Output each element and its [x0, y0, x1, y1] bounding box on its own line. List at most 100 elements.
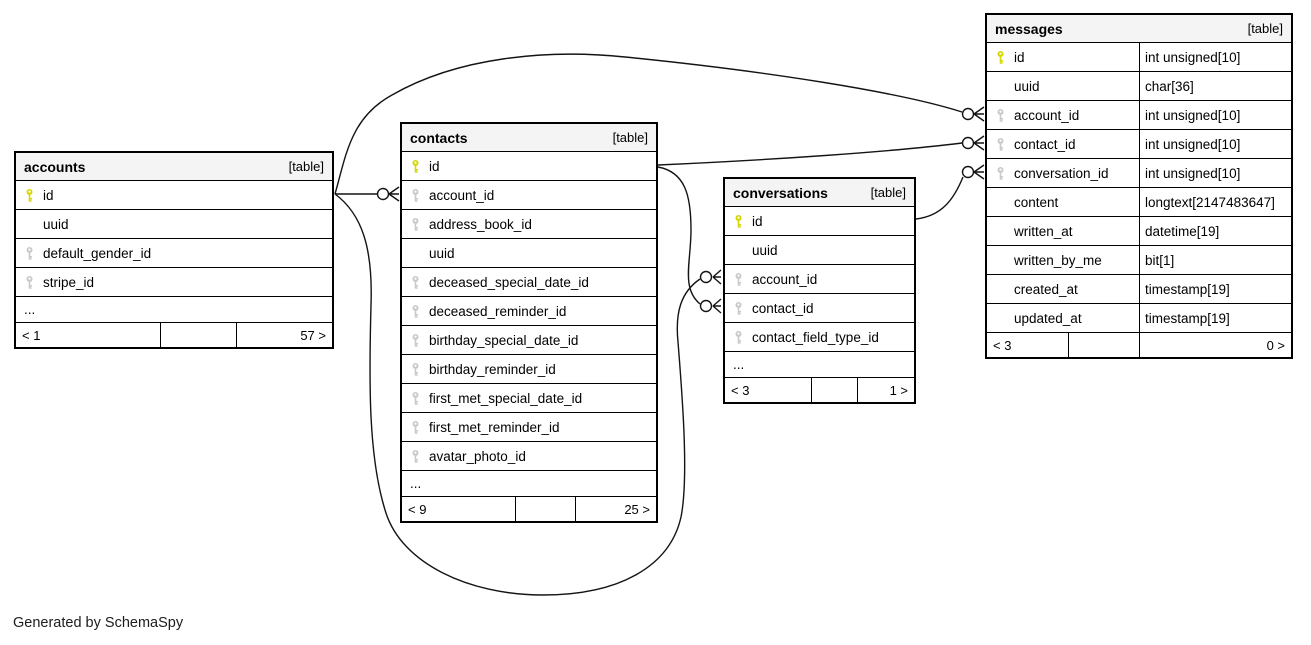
column-type: timestamp[19]: [1139, 304, 1291, 332]
child-count: 0 >: [1138, 333, 1291, 357]
column-row-updated-at: updated_at timestamp[19]: [987, 304, 1291, 333]
column-name: id: [429, 158, 440, 174]
column-name: account_id: [429, 187, 495, 203]
primary-key-icon: [994, 50, 1007, 65]
column-row-id: id int unsigned[10]: [987, 43, 1291, 72]
column-name: birthday_reminder_id: [429, 361, 556, 377]
column-name: written_at: [1014, 223, 1073, 239]
column-name: uuid: [43, 216, 69, 232]
key-icon: [994, 79, 1007, 94]
table-footer: < 3 1 >: [725, 378, 914, 402]
table-node-conversations[interactable]: conversations [table] id uuid account_id…: [723, 177, 916, 404]
column-row-uuid: uuid: [725, 236, 914, 265]
foreign-key-icon: [409, 217, 422, 232]
column-row-account-id: account_id: [402, 181, 656, 210]
column-row-uuid: uuid: [16, 210, 332, 239]
table-node-contacts[interactable]: contacts [table] id account_id address_b…: [400, 122, 658, 523]
parent-count: < 1: [22, 327, 41, 343]
key-icon: [994, 311, 1007, 326]
table-node-messages[interactable]: messages [table] id int unsigned[10] uui…: [985, 13, 1293, 359]
foreign-key-icon: [732, 272, 745, 287]
foreign-key-icon: [409, 304, 422, 319]
table-title: conversations: [733, 184, 828, 201]
foreign-key-icon: [409, 420, 422, 435]
key-icon: [994, 224, 1007, 239]
generated-by-note: Generated by SchemaSpy: [13, 615, 184, 631]
column-name: default_gender_id: [43, 245, 152, 261]
footer-spacer: [1067, 333, 1139, 357]
key-icon: [23, 217, 36, 232]
column-row-content: content longtext[2147483647]: [987, 188, 1291, 217]
foreign-key-icon: [994, 166, 1007, 181]
table-title: contacts: [410, 129, 468, 146]
column-name: id: [1014, 49, 1025, 65]
foreign-key-icon: [994, 108, 1007, 123]
column-name: address_book_id: [429, 216, 532, 232]
column-name: contact_id: [1014, 136, 1076, 152]
key-icon: [994, 253, 1007, 268]
column-name: contact_id: [752, 300, 814, 316]
column-name: stripe_id: [43, 274, 95, 290]
column-row-deceased-special-date-id: deceased_special_date_id: [402, 268, 656, 297]
column-name: updated_at: [1014, 310, 1082, 326]
foreign-key-icon: [23, 246, 36, 261]
fk-edge-conversations-messages: [915, 164, 985, 220]
ellipsis-row: ...: [725, 352, 914, 378]
column-row-written-at: written_at datetime[19]: [987, 217, 1291, 246]
column-row-id: id: [725, 207, 914, 236]
column-row-birthday-special-date-id: birthday_special_date_id: [402, 326, 656, 355]
table-node-accounts[interactable]: accounts [table] id uuid default_gender_…: [14, 151, 334, 349]
table-title: messages: [995, 20, 1063, 37]
table-header-accounts[interactable]: accounts [table]: [16, 153, 332, 181]
column-name: conversation_id: [1014, 165, 1109, 181]
primary-key-icon: [732, 214, 745, 229]
child-count: 1 >: [857, 378, 914, 402]
primary-key-icon: [409, 159, 422, 174]
key-icon: [732, 243, 745, 258]
footer-spacer: [515, 497, 575, 521]
column-type: timestamp[19]: [1139, 275, 1291, 303]
key-icon: [994, 195, 1007, 210]
column-name: content: [1014, 194, 1059, 210]
column-row-account-id: account_id: [725, 265, 914, 294]
column-row-id: id: [402, 152, 656, 181]
column-name: uuid: [752, 242, 778, 258]
column-row-contact-id: contact_id: [725, 294, 914, 323]
table-badge: [table]: [870, 185, 906, 200]
column-name: avatar_photo_id: [429, 448, 526, 464]
column-row-avatar-photo-id: avatar_photo_id: [402, 442, 656, 471]
fk-edge-contacts-messages: [657, 135, 985, 166]
table-header-conversations[interactable]: conversations [table]: [725, 179, 914, 207]
footer-spacer: [810, 378, 857, 402]
foreign-key-icon: [409, 449, 422, 464]
parent-count: < 3: [993, 337, 1012, 353]
column-row-account-id: account_id int unsigned[10]: [987, 101, 1291, 130]
column-row-id: id: [16, 181, 332, 210]
column-name: id: [43, 187, 54, 203]
fk-edge-contacts-conversations: [657, 166, 722, 314]
column-row-contact-id: contact_id int unsigned[10]: [987, 130, 1291, 159]
column-name: birthday_special_date_id: [429, 332, 579, 348]
parent-count: < 9: [408, 501, 427, 517]
column-type: int unsigned[10]: [1139, 130, 1291, 158]
column-row-default-gender-id: default_gender_id: [16, 239, 332, 268]
table-badge: [table]: [612, 130, 648, 145]
foreign-key-icon: [732, 301, 745, 316]
column-name: first_met_special_date_id: [429, 390, 583, 406]
child-count: 57 >: [235, 323, 332, 347]
table-badge: [table]: [288, 159, 324, 174]
table-footer: < 9 25 >: [402, 497, 656, 521]
column-row-stripe-id: stripe_id: [16, 268, 332, 297]
column-row-conversation-id: conversation_id int unsigned[10]: [987, 159, 1291, 188]
column-name: account_id: [752, 271, 818, 287]
column-row-address-book-id: address_book_id: [402, 210, 656, 239]
key-icon: [994, 282, 1007, 297]
table-title: accounts: [24, 158, 86, 175]
column-name: account_id: [1014, 107, 1080, 123]
column-type: int unsigned[10]: [1139, 43, 1291, 71]
table-header-messages[interactable]: messages [table]: [987, 15, 1291, 43]
fk-edge-accounts-contacts: [335, 186, 400, 202]
foreign-key-icon: [994, 137, 1007, 152]
table-header-contacts[interactable]: contacts [table]: [402, 124, 656, 152]
